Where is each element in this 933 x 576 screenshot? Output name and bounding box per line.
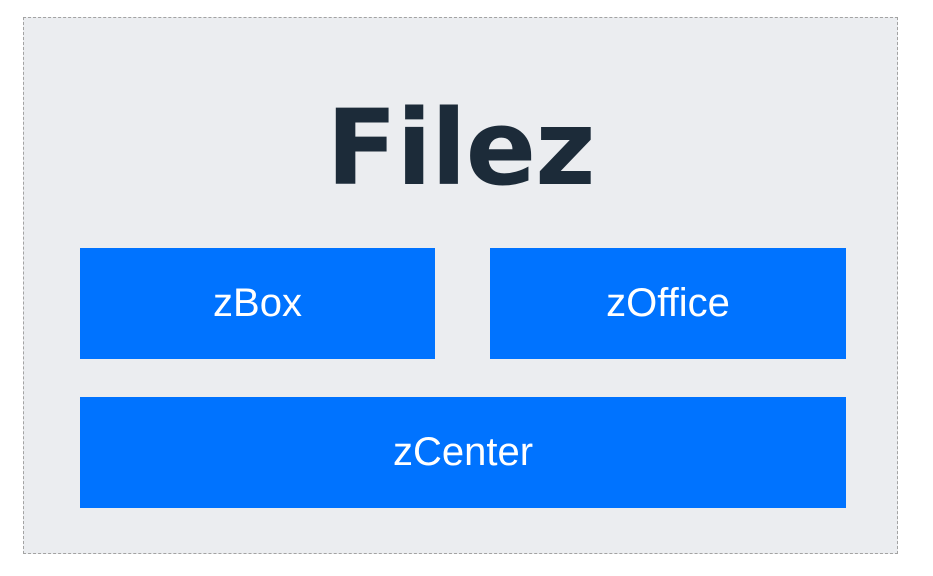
zbox-block: zBox — [80, 248, 435, 359]
zoffice-block: zOffice — [490, 248, 846, 359]
zoffice-label: zOffice — [606, 281, 730, 325]
zcenter-block: zCenter — [80, 397, 846, 508]
diagram-frame: Filez zBox zOffice zCenter — [23, 17, 898, 554]
zcenter-label: zCenter — [392, 430, 534, 474]
zbox-label: zBox — [213, 281, 302, 325]
diagram-title: Filez — [326, 87, 595, 209]
